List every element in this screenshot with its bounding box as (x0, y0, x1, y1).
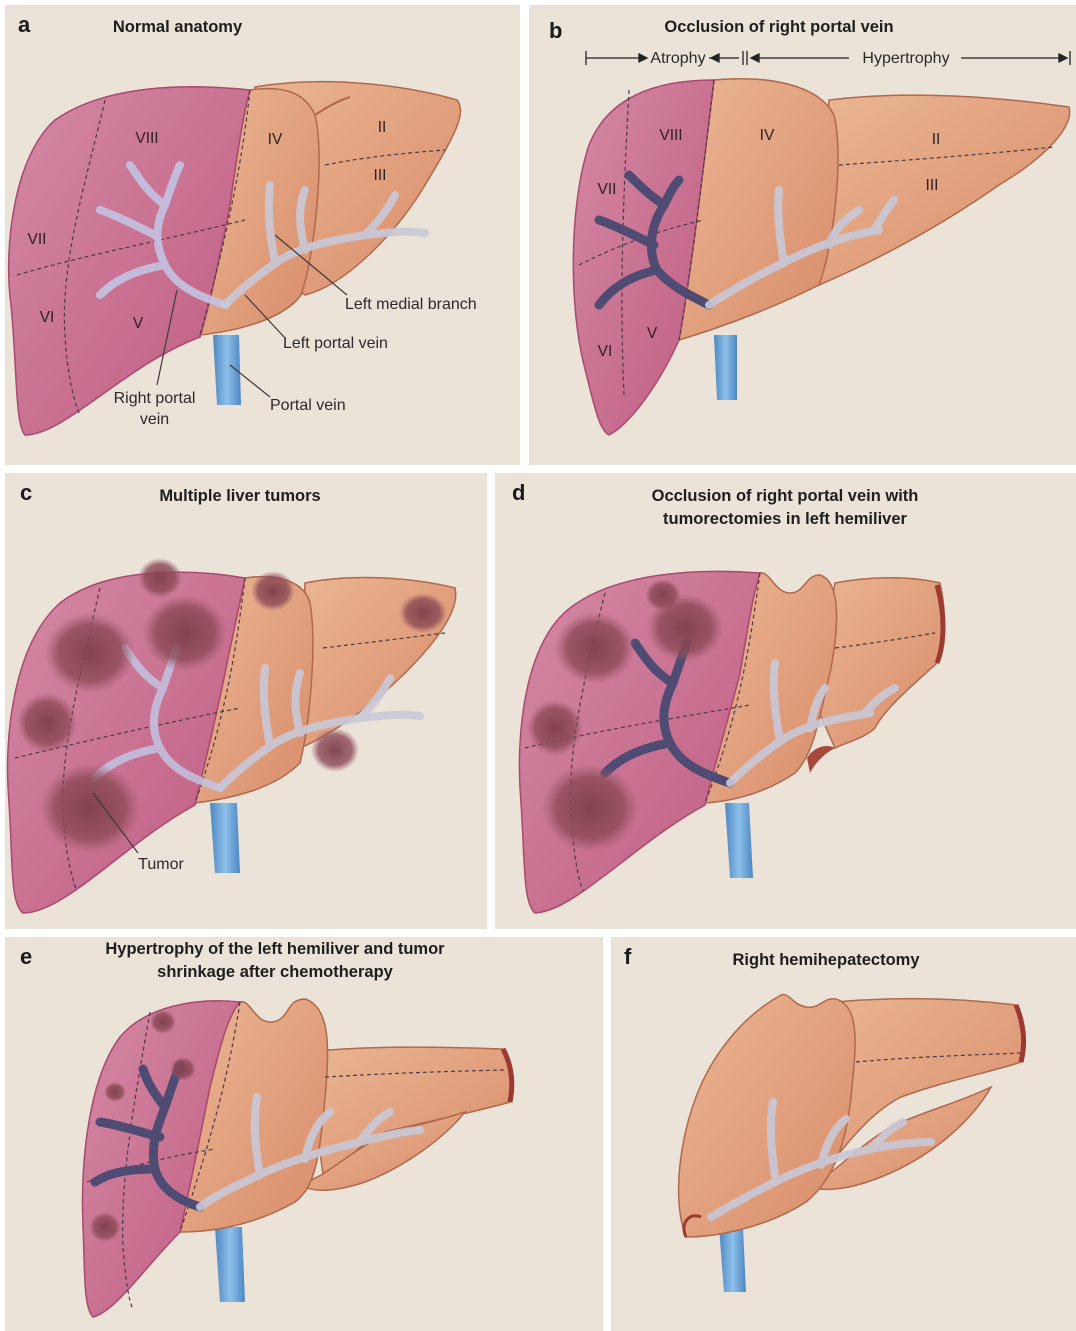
tumor (311, 728, 359, 772)
label-hypertrophy: Hypertrophy (851, 48, 961, 69)
panel-letter: b (549, 18, 562, 44)
tumor (399, 593, 447, 633)
panel-title: Occlusion of right portal vein (634, 16, 924, 39)
segment-label: III (913, 177, 951, 195)
tumor (138, 558, 182, 598)
tumor (17, 693, 77, 753)
segment-label: II (919, 131, 953, 149)
label-left-portal-vein: Left portal vein (283, 333, 423, 354)
panel-d: d Occlusion of right portal vein with tu… (495, 473, 1076, 929)
segment-label: V (637, 325, 667, 343)
portal-vein-trunk (714, 335, 737, 400)
tumor (150, 1010, 176, 1034)
panel-letter: c (20, 480, 32, 506)
liver-illustration-c (5, 473, 487, 929)
panel-letter: f (624, 944, 631, 970)
tumor (527, 700, 583, 756)
tumor (542, 764, 638, 852)
label-portal-vein: Portal vein (270, 395, 370, 416)
label-right-portal-vein: Right portal vein (102, 388, 207, 430)
liver-illustration-b (529, 5, 1076, 465)
label-tumor: Tumor (131, 854, 191, 875)
leader-lines-a (5, 5, 520, 465)
panel-letter: e (20, 944, 32, 970)
tumor (170, 1057, 196, 1081)
panel-title: Occlusion of right portal vein with tumo… (620, 485, 950, 531)
segment-label: VII (587, 181, 627, 199)
panel-a: a Normal anatomy VIII IV II III VII VI V… (5, 5, 520, 465)
resection-margin (807, 746, 835, 773)
panel-title: Multiple liver tumors (135, 485, 345, 508)
segment-label: IV (747, 127, 787, 145)
tumor (40, 763, 140, 853)
remnant-liver (679, 995, 856, 1237)
segment-label: VIII (649, 127, 693, 145)
panel-letter: d (512, 480, 525, 506)
tumor (45, 613, 135, 693)
panel-f: f Right hemihepatectomy (611, 937, 1076, 1331)
panel-title: Hypertrophy of the left hemiliver and tu… (105, 938, 445, 984)
tumor (104, 1082, 126, 1102)
panel-title: Right hemihepatectomy (711, 949, 941, 972)
liver-illustration-e (5, 937, 603, 1331)
label-atrophy: Atrophy (645, 48, 711, 69)
tumor (89, 1212, 121, 1242)
liver-illustration-d (495, 473, 1076, 929)
segment-label: VI (587, 343, 623, 361)
panel-b: b Occlusion of right portal vein Atrophy… (529, 5, 1076, 465)
tumor (143, 595, 227, 671)
tumor (555, 612, 635, 684)
panel-e: e Hypertrophy of the left hemiliver and … (5, 937, 603, 1331)
tumor (645, 579, 681, 611)
tumor (251, 571, 295, 611)
panel-c: c Multiple liver tumors Tumor (5, 473, 487, 929)
label-left-medial-branch: Left medial branch (345, 294, 510, 315)
liver-illustration-f (611, 937, 1076, 1331)
